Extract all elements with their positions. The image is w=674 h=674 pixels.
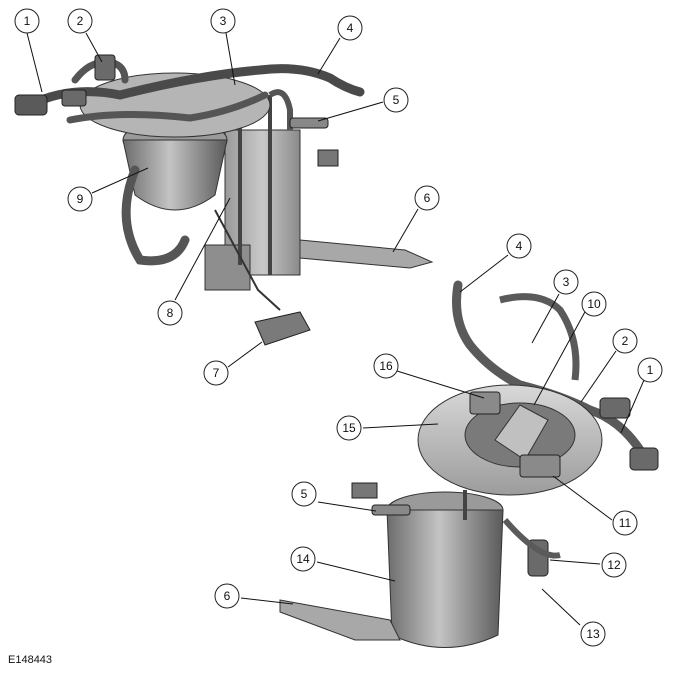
callout-label: 12 — [607, 558, 621, 572]
upper-assembly-drawing — [14, 54, 434, 346]
callout-6-lower: 6 — [214, 583, 240, 609]
lower-assembly-drawing — [279, 280, 659, 648]
callout-label: 4 — [347, 21, 354, 35]
callout-label: 6 — [424, 191, 431, 205]
callout-3-lower: 3 — [553, 269, 579, 295]
callout-label: 2 — [622, 334, 629, 348]
callout-label: 5 — [393, 93, 400, 107]
callout-12: 12 — [601, 552, 627, 578]
figure-id: E148443 — [8, 654, 53, 666]
callout-4-lower: 4 — [506, 233, 532, 259]
callout-label: 3 — [220, 14, 227, 28]
callout-8: 8 — [157, 300, 183, 326]
callout-11: 11 — [612, 510, 638, 536]
callout-label: 9 — [77, 192, 84, 206]
callout-2-lower: 2 — [612, 328, 638, 354]
callout-13: 13 — [580, 621, 606, 647]
callout-1-lower: 1 — [637, 357, 663, 383]
callout-2-upper: 2 — [67, 8, 93, 34]
callout-label: 4 — [516, 239, 523, 253]
callout-4-upper: 4 — [337, 15, 363, 41]
callout-7: 7 — [203, 360, 229, 386]
callout-5-upper: 5 — [383, 87, 409, 113]
callout-label: 15 — [342, 421, 356, 435]
callout-9: 9 — [67, 186, 93, 212]
callout-label: 7 — [213, 366, 220, 380]
callout-label: 3 — [563, 275, 570, 289]
callout-10: 10 — [581, 291, 607, 317]
callout-label: 1 — [647, 363, 654, 377]
callout-label: 10 — [587, 297, 601, 311]
callout-16: 16 — [373, 353, 399, 379]
callout-label: 1 — [24, 14, 31, 28]
callout-3-upper: 3 — [210, 8, 236, 34]
callout-label: 6 — [224, 589, 231, 603]
callout-label: 13 — [586, 627, 600, 641]
callout-14: 14 — [290, 546, 316, 572]
callout-label: 16 — [379, 359, 393, 373]
callout-6-upper: 6 — [414, 185, 440, 211]
leader-lines — [26, 32, 645, 626]
callout-label: 5 — [301, 487, 308, 501]
callout-label: 2 — [77, 14, 84, 28]
callout-15: 15 — [336, 415, 362, 441]
callout-label: 11 — [619, 516, 632, 530]
callout-5-lower: 5 — [291, 481, 317, 507]
callout-label: 14 — [296, 552, 310, 566]
callout-1-upper: 1 — [14, 8, 40, 34]
callout-label: 8 — [167, 306, 174, 320]
